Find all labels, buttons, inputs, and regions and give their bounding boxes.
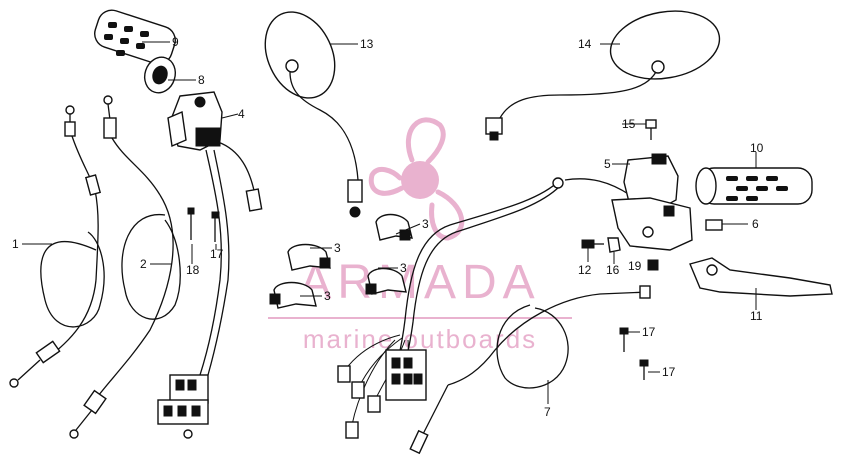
watermark-brand: ARMADA — [299, 256, 540, 309]
part-15-screw — [645, 119, 657, 140]
callout-8: 8 — [198, 73, 205, 87]
part-17-screws-right — [619, 327, 649, 380]
callout-15: 15 — [622, 117, 636, 131]
part-3-clamps — [269, 213, 413, 309]
watermark: ARMADA marine outboards — [268, 117, 572, 354]
wire-harness — [337, 177, 631, 439]
part-13-left-mirror — [264, 11, 363, 218]
part-6-bolt — [705, 219, 723, 231]
propeller-logo — [368, 117, 465, 241]
part-18-17-screws-left — [187, 207, 220, 242]
callout-4: 4 — [238, 107, 245, 121]
part-1-throttle-cable — [9, 105, 105, 388]
part-9-left-grip — [94, 9, 177, 94]
callout-3c: 3 — [400, 261, 407, 275]
callout-18: 18 — [186, 263, 200, 277]
callout-10: 10 — [750, 141, 764, 155]
callout-1: 1 — [12, 237, 19, 251]
callout-17a: 17 — [210, 247, 224, 261]
callout-5: 5 — [604, 157, 611, 171]
part-7-cable — [409, 285, 651, 455]
callout-13: 13 — [360, 37, 374, 51]
callout-3b: 3 — [422, 217, 429, 231]
callout-3d: 3 — [324, 289, 331, 303]
callout-11: 11 — [750, 309, 763, 323]
part-12-16-19-fasteners — [581, 237, 659, 271]
callout-7: 7 — [544, 405, 551, 419]
callout-6: 6 — [752, 217, 759, 231]
part-5-right-switch — [611, 153, 693, 251]
part-4-left-switch — [157, 91, 263, 439]
leader-lines — [22, 41, 757, 404]
part-14-right-mirror — [485, 10, 721, 141]
callout-17b: 17 — [642, 325, 656, 339]
callout-12: 12 — [578, 263, 592, 277]
callout-3a: 3 — [334, 241, 341, 255]
part-2-clutch-cable — [69, 95, 181, 439]
callout-14: 14 — [578, 37, 592, 51]
part-10-right-grip — [695, 167, 813, 205]
callout-9: 9 — [172, 35, 179, 49]
callout-labels: 1 2 3 3 3 3 4 5 6 7 8 9 10 11 12 13 14 1… — [12, 35, 764, 419]
callout-2: 2 — [140, 257, 147, 271]
part-11-brake-lever — [689, 257, 833, 297]
callout-19: 19 — [628, 259, 642, 273]
callout-16: 16 — [606, 263, 620, 277]
callout-17c: 17 — [662, 365, 676, 379]
